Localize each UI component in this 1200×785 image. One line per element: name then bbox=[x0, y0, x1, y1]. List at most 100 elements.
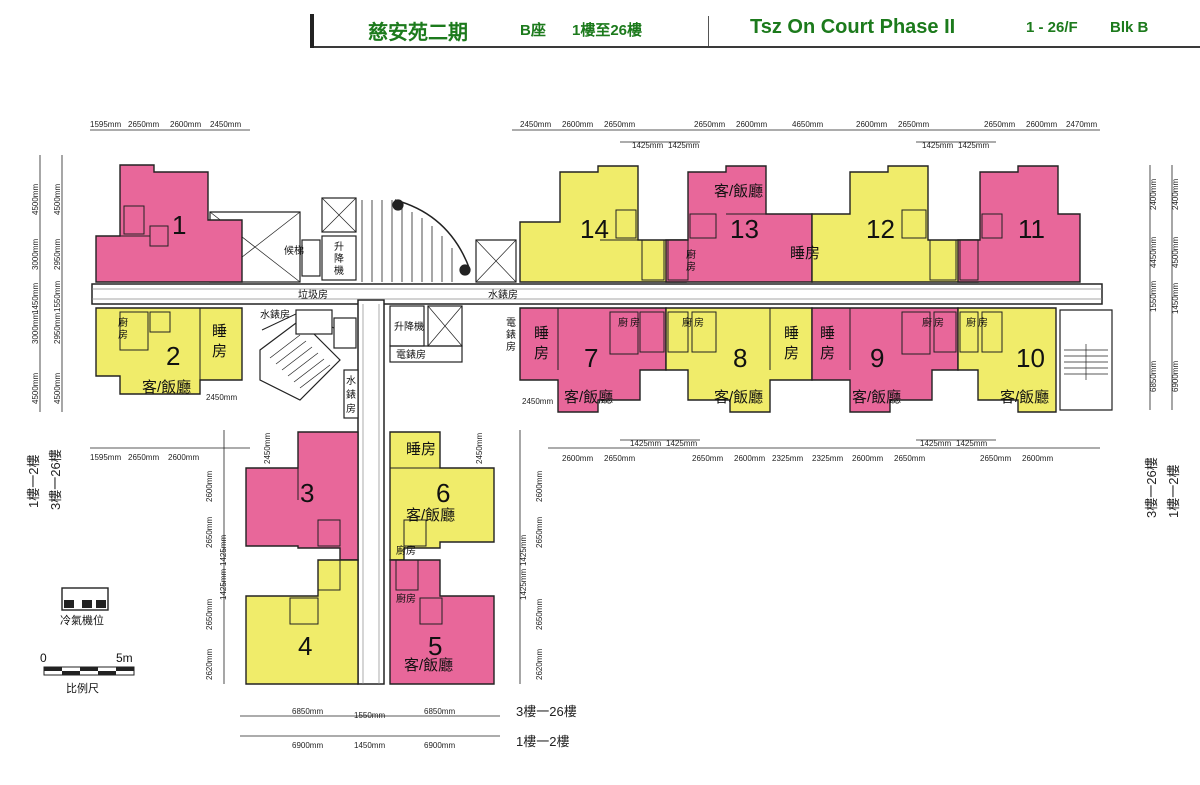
dim-base2-0: 6900mm bbox=[292, 741, 323, 750]
dim-tr-5: 4650mm bbox=[792, 120, 823, 129]
dim-ll-2: 2650mm bbox=[205, 517, 214, 548]
floor-notes: 1樓一2樓 3樓一26樓 3樓一26樓 1樓一2樓 3樓一26樓 1樓一2樓 bbox=[26, 449, 1181, 749]
kitchen-label-9a: 廚 bbox=[922, 316, 932, 329]
dim-trs-1: 1425mm bbox=[668, 141, 699, 150]
bedroom-label-9b: 房 bbox=[820, 345, 835, 362]
lift-v3: 機 bbox=[334, 264, 344, 277]
dim-brs-3: 1425mm bbox=[956, 439, 987, 448]
refuse-room-label: 垃圾房 bbox=[298, 288, 328, 301]
floor-note-bottom-1: 3樓一26樓 bbox=[516, 704, 577, 719]
dim-ll-6: 2620mm bbox=[205, 649, 214, 680]
block-zh: B座 bbox=[520, 22, 546, 39]
kitchen-label-10a: 廚 bbox=[966, 316, 976, 329]
dim-br-6: 2600mm bbox=[852, 454, 883, 463]
dim-ll-4: 1425mm bbox=[219, 569, 228, 600]
dim-lr-6: 2620mm bbox=[535, 649, 544, 680]
dim-mid-left: 2450mm bbox=[206, 393, 237, 402]
bedroom-label-8a: 睡 bbox=[784, 325, 799, 342]
dim-base2-2: 6900mm bbox=[424, 741, 455, 750]
dim-tl-1: 2650mm bbox=[128, 120, 159, 129]
dim-base2-1: 1450mm bbox=[354, 741, 385, 750]
dim-base1-1: 1550mm bbox=[354, 711, 385, 720]
unit-4 bbox=[245, 559, 359, 685]
unit-number-2: 2 bbox=[166, 341, 180, 371]
floors-en: 1 - 26/F bbox=[1026, 19, 1078, 36]
scale-zero-label: 0 bbox=[40, 651, 47, 665]
kitchen-label-2a: 廚 bbox=[118, 316, 128, 329]
bedroom-label-9a: 睡 bbox=[820, 325, 835, 342]
kitchen-label-2b: 房 bbox=[118, 328, 128, 341]
lift-v1: 升 bbox=[334, 241, 344, 253]
water-meter-v1: 水 bbox=[346, 375, 356, 387]
kitchen-label-6: 廚房 bbox=[396, 544, 416, 557]
dim-bl-2: 2600mm bbox=[168, 453, 199, 462]
living-dining-label-9: 客/飯廳 bbox=[852, 388, 901, 406]
dim-lr-2: 2650mm bbox=[535, 517, 544, 548]
water-meter-room-label-left: 水錶房 bbox=[260, 308, 290, 321]
dim-base1-2: 6850mm bbox=[424, 707, 455, 716]
unit-number-10: 10 bbox=[1016, 343, 1045, 373]
dim-li-1: 2950mm bbox=[53, 239, 62, 270]
header-bar: 慈安苑二期 B座 1樓至26樓 Tsz On Court Phase II 1 … bbox=[310, 10, 1200, 48]
dim-ro-2: 1550mm bbox=[1149, 281, 1158, 312]
unit-number-14: 14 bbox=[580, 214, 609, 244]
scale-five-label: 5m bbox=[116, 651, 133, 665]
unit-number-5: 5 bbox=[428, 631, 442, 661]
kitchen-label-8a: 廚 bbox=[682, 316, 692, 329]
dim-tr-10: 2470mm bbox=[1066, 120, 1097, 129]
dim-tl-0: 1595mm bbox=[90, 120, 121, 129]
lift-shaft-b bbox=[321, 235, 357, 281]
dim-tr-2: 2650mm bbox=[604, 120, 635, 129]
bedroom-label-7a: 睡 bbox=[534, 325, 549, 342]
dim-bl-0: 1595mm bbox=[90, 453, 121, 462]
lift-lobby-label: 候梯 bbox=[284, 244, 304, 257]
dim-ll-0: 2450mm bbox=[263, 433, 272, 464]
interior-walls bbox=[119, 205, 1003, 625]
living-dining-label-7: 客/飯廳 bbox=[564, 388, 613, 406]
dim-lr-5: 2650mm bbox=[535, 599, 544, 630]
unit-number-9: 9 bbox=[870, 343, 884, 373]
dim-brs-1: 1425mm bbox=[666, 439, 697, 448]
dim-lr-4: 1425mm bbox=[519, 569, 528, 600]
bedroom-label-8b: 房 bbox=[784, 345, 799, 362]
dimension-lines bbox=[39, 129, 1173, 737]
living-dining-label-10: 客/飯廳 bbox=[1000, 388, 1049, 406]
kitchen-label-13a: 廚 bbox=[686, 248, 696, 261]
dim-ro-1: 4450mm bbox=[1149, 237, 1158, 268]
electric-meter-room-label: 電錶房 bbox=[396, 348, 426, 361]
kitchen-label-10b: 房 bbox=[978, 316, 988, 329]
living-dining-label-6: 客/飯廳 bbox=[406, 506, 455, 524]
unit-number-1: 1 bbox=[172, 210, 186, 240]
dim-ri-2: 1450mm bbox=[1171, 283, 1180, 314]
floor-note-bottom-2: 1樓一2樓 bbox=[516, 734, 569, 749]
kitchen-label-8b: 房 bbox=[694, 316, 704, 329]
unit-number-8: 8 bbox=[733, 343, 747, 373]
dim-ro-3: 6850mm bbox=[1149, 361, 1158, 392]
dim-tr-6: 2600mm bbox=[856, 120, 887, 129]
electric-v2: 錶 bbox=[506, 329, 516, 341]
kitchen-label-7a: 廚 bbox=[618, 316, 628, 329]
unit-number-13: 13 bbox=[730, 214, 759, 244]
bedroom-label-2b: 房 bbox=[212, 343, 227, 360]
living-dining-label-5: 客/飯廳 bbox=[404, 656, 453, 674]
dim-li-0: 4500mm bbox=[53, 184, 62, 215]
header-left-rule bbox=[310, 14, 314, 48]
dim-br-1: 2650mm bbox=[604, 454, 635, 463]
dim-tr-7: 2650mm bbox=[898, 120, 929, 129]
dim-trs-0: 1425mm bbox=[632, 141, 663, 150]
floor-note-left-2: 3樓一26樓 bbox=[48, 449, 63, 510]
dim-mid-right: 2450mm bbox=[522, 397, 553, 406]
dim-tr-4: 2600mm bbox=[736, 120, 767, 129]
dim-tr-9: 2600mm bbox=[1026, 120, 1057, 129]
title-zh: 慈安苑二期 bbox=[368, 22, 468, 44]
kitchen-label-9b: 房 bbox=[934, 316, 944, 329]
scale-bar bbox=[43, 666, 135, 676]
dimension-labels: 1595mm 2650mm 2600mm 2450mm 2450mm 2600m… bbox=[31, 120, 1180, 750]
water-meter-v2: 錶 bbox=[346, 389, 356, 401]
dim-brs-2: 1425mm bbox=[920, 439, 951, 448]
dim-br-2: 2650mm bbox=[692, 454, 723, 463]
dim-ri-3: 6900mm bbox=[1171, 361, 1180, 392]
lift-label-lower: 升降機 bbox=[394, 320, 424, 333]
floor-note-right-1: 3樓一26樓 bbox=[1144, 457, 1159, 518]
